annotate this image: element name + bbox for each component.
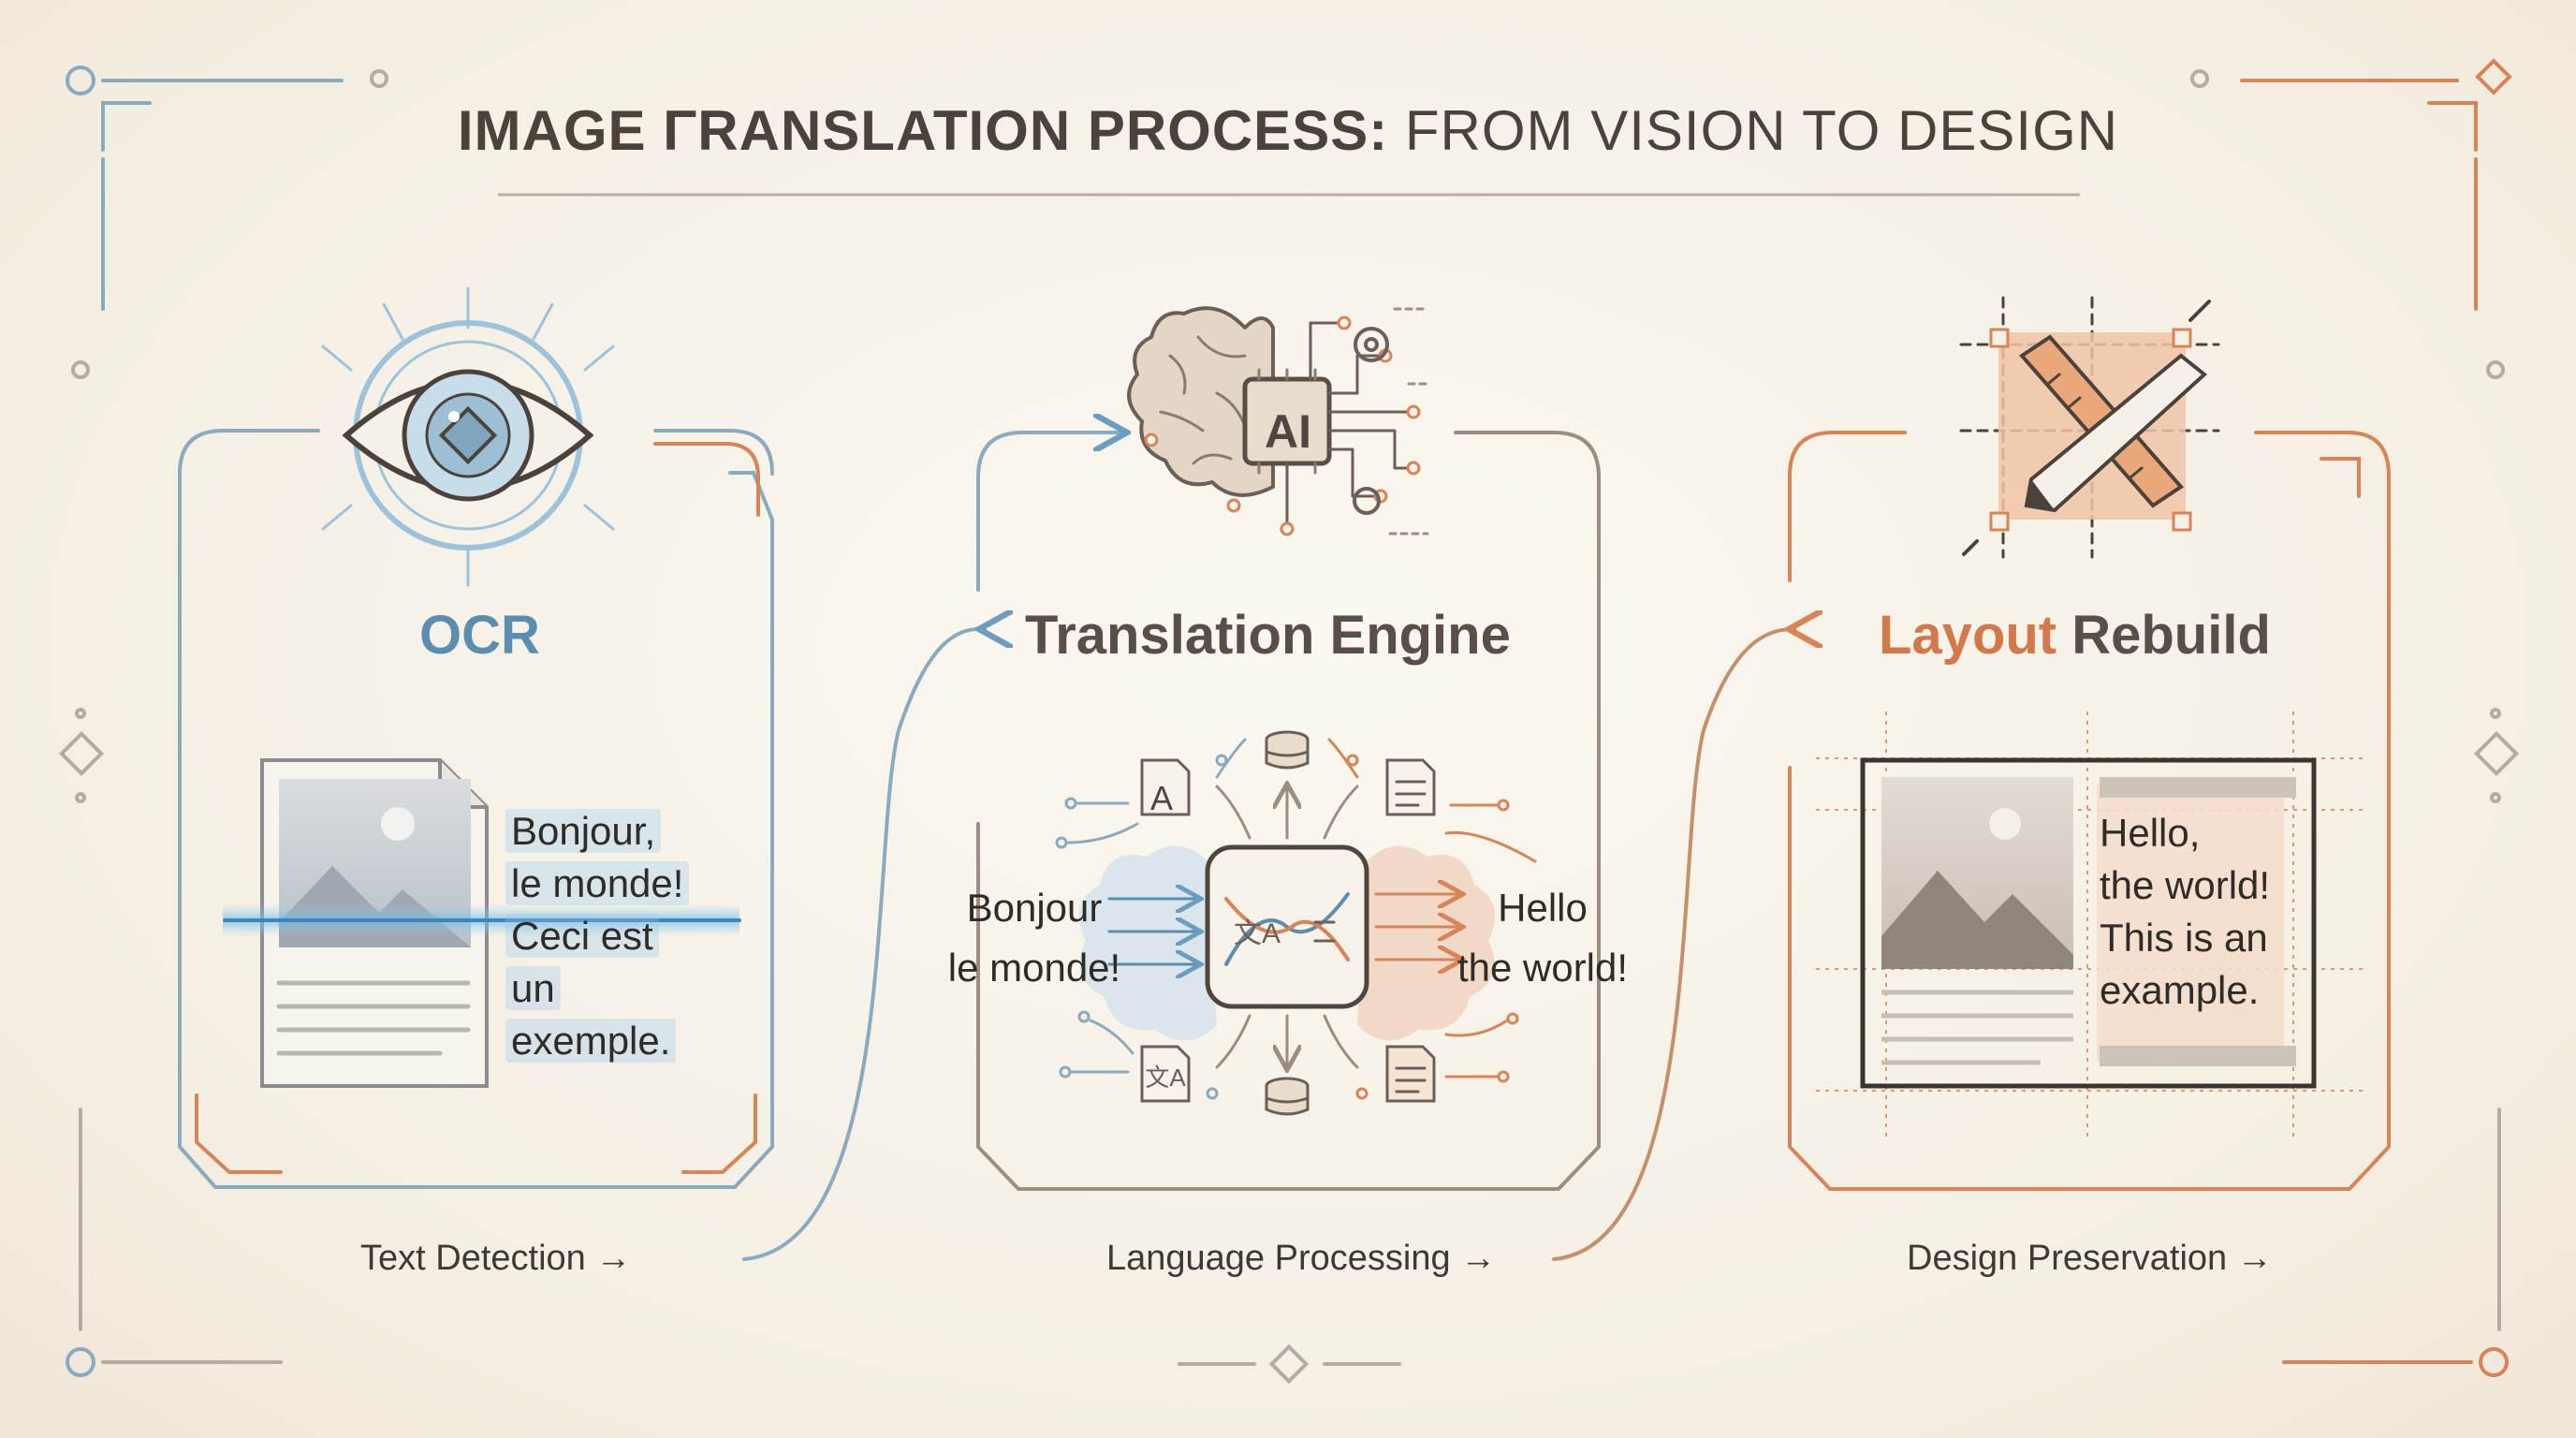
layout-translated-text: Hello, the world! This is an example. [2100, 807, 2270, 1017]
target-line: the world! [1456, 946, 1629, 990]
ai-brain-icon [1127, 306, 1429, 536]
footer-ocr: Text Detection → [360, 1239, 632, 1278]
layout-line: Hello, [2100, 811, 2201, 855]
layout-line: This is an [2100, 916, 2268, 960]
ocr-line: Ceci est [505, 914, 659, 958]
footer-translation: Language Processing → [1106, 1239, 1497, 1278]
ocr-document [223, 758, 741, 1088]
flow-connectors [742, 433, 1794, 1261]
source-text: Bonjour le monde! [936, 878, 1133, 998]
translation-hub: 文A [1055, 730, 1537, 1116]
eye-icon [321, 286, 615, 587]
panel-frame-layout [1788, 431, 2391, 1191]
title-light: FROM VISION TO DESIGN [1388, 99, 2119, 162]
source-line: Bonjour [966, 886, 1103, 930]
ocr-line: un [505, 966, 561, 1010]
page-title: IMAGE ΓRANSLATION PROCESS: FROM VISION T… [0, 103, 2576, 159]
panel-frame-ocr [178, 429, 774, 1189]
ocr-line: exemple. [505, 1019, 677, 1063]
decorative-frame [58, 58, 2520, 1385]
panel-frame-translation [976, 431, 1601, 1191]
footer-layout: Design Preservation → [1907, 1239, 2273, 1278]
svg-text:文A: 文A [1145, 1064, 1186, 1092]
layout-mockup [1816, 712, 2364, 1137]
stage-title-layout-part1: Layout [1879, 605, 2057, 666]
ocr-line: le monde! [505, 861, 690, 905]
ai-chip-label: AI [1265, 405, 1311, 458]
ocr-line: Bonjour, [505, 809, 662, 853]
doc-glyph-a: A [1150, 779, 1174, 817]
stage-title-translation: Translation Engine [1025, 605, 1511, 666]
layout-line: example. [2100, 968, 2260, 1012]
title-bold: IMAGE ΓRANSLATION PROCESS: [457, 99, 1389, 162]
stage-title-layout-part2: Rebuild [2056, 605, 2271, 666]
stage-title-layout: Layout Rebuild [1879, 609, 2271, 663]
ocr-source-text: Bonjour, le monde! Ceci est un exemple. [505, 805, 690, 1067]
design-tools-icon [1959, 296, 2220, 559]
source-line: le monde! [947, 946, 1121, 990]
target-line: Hello [1498, 886, 1588, 930]
doc-icons [1140, 758, 1436, 1103]
layout-line: the world! [2100, 863, 2271, 907]
svg-text:文A: 文A [1234, 918, 1281, 949]
stage-title-ocr: OCR [419, 605, 540, 666]
target-text: Hello the world! [1444, 878, 1641, 998]
